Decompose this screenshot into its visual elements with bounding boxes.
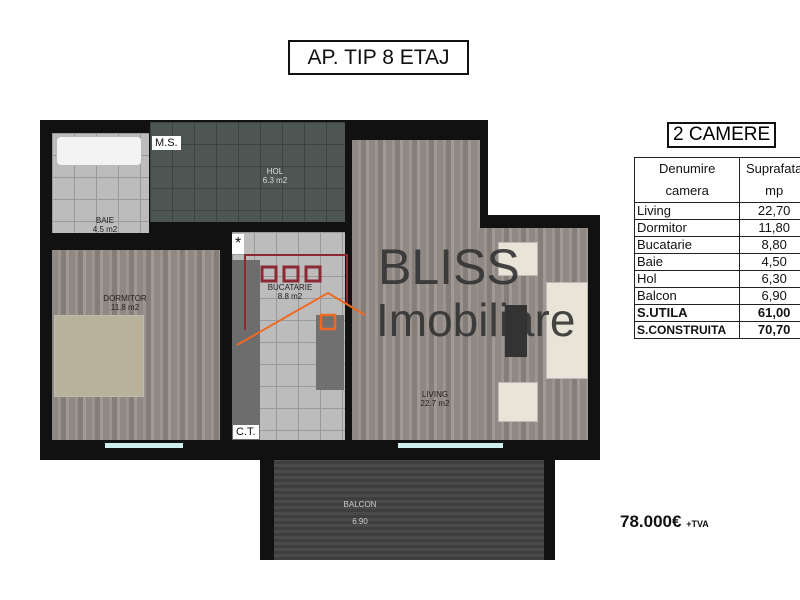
house-logo-icon [236,254,366,346]
plan-title: AP. TIP 8 ETAJ [288,40,469,75]
price: 78.000€ +TVA [620,512,709,532]
armchair [498,382,538,422]
rooms-count: 2 CAMERE [667,122,777,148]
ventilation-mark: * [232,234,245,254]
coffee-table [505,305,527,357]
watermark-imobiliare: Imobiliare [376,294,576,346]
price-value: 78.000€ [620,512,682,531]
armchair [498,242,538,276]
bathtub [56,136,142,166]
ms-label: M.S. [152,136,181,150]
ct-label: C.T. [233,425,259,439]
price-suffix: +TVA [686,519,709,529]
sofa [546,282,588,379]
watermark-bliss: BLISS [378,239,520,295]
room-living [352,140,480,440]
bed [54,315,144,397]
room-hol [150,122,345,222]
